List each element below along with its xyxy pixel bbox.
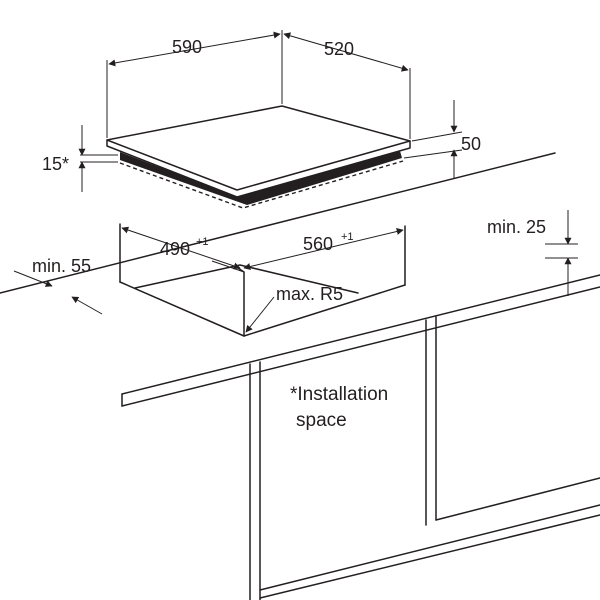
dimension-490-line	[121, 226, 241, 270]
dimension-min55-label: min. 55	[32, 256, 91, 276]
dimension-560-label: 560	[303, 234, 333, 254]
dimension-490-tolerance: +1	[196, 236, 209, 248]
hob-cutout-dashed-outline	[119, 160, 404, 209]
dimension-520-line	[283, 32, 409, 72]
dimension-50-label: 50	[461, 134, 481, 154]
dimension-490-label: 490	[160, 239, 190, 259]
dimension-590-label: 590	[172, 37, 202, 57]
dimension-min55-arrow-back	[13, 270, 53, 287]
dimension-min55-arrow-front	[71, 296, 103, 315]
installation-note-line1: *Installation	[290, 384, 388, 405]
cabinet	[249, 316, 600, 600]
dimension-590-line	[108, 31, 281, 67]
dimension-560-line	[243, 228, 404, 270]
installation-note-line2: space	[296, 410, 347, 431]
dimension-560-tolerance: +1	[341, 231, 354, 243]
dimension-min25-label: min. 25	[487, 217, 546, 237]
hob-underside	[120, 151, 402, 205]
corner-radius-leader	[245, 296, 275, 333]
hob-unit	[106, 105, 411, 209]
dimension-15-label: 15*	[42, 154, 69, 174]
corner-radius-label: max. R5	[276, 284, 343, 304]
dimension-520-label: 520	[324, 39, 354, 59]
hob-dimensions: 590 520 50 15*	[42, 30, 481, 192]
worktop	[0, 152, 600, 407]
installation-note: *Installation space	[290, 384, 388, 431]
hob-top-surface	[106, 105, 411, 191]
cutout-dimensions: 490 +1 560 +1 max. R5 min. 55 min. 25	[13, 210, 578, 333]
